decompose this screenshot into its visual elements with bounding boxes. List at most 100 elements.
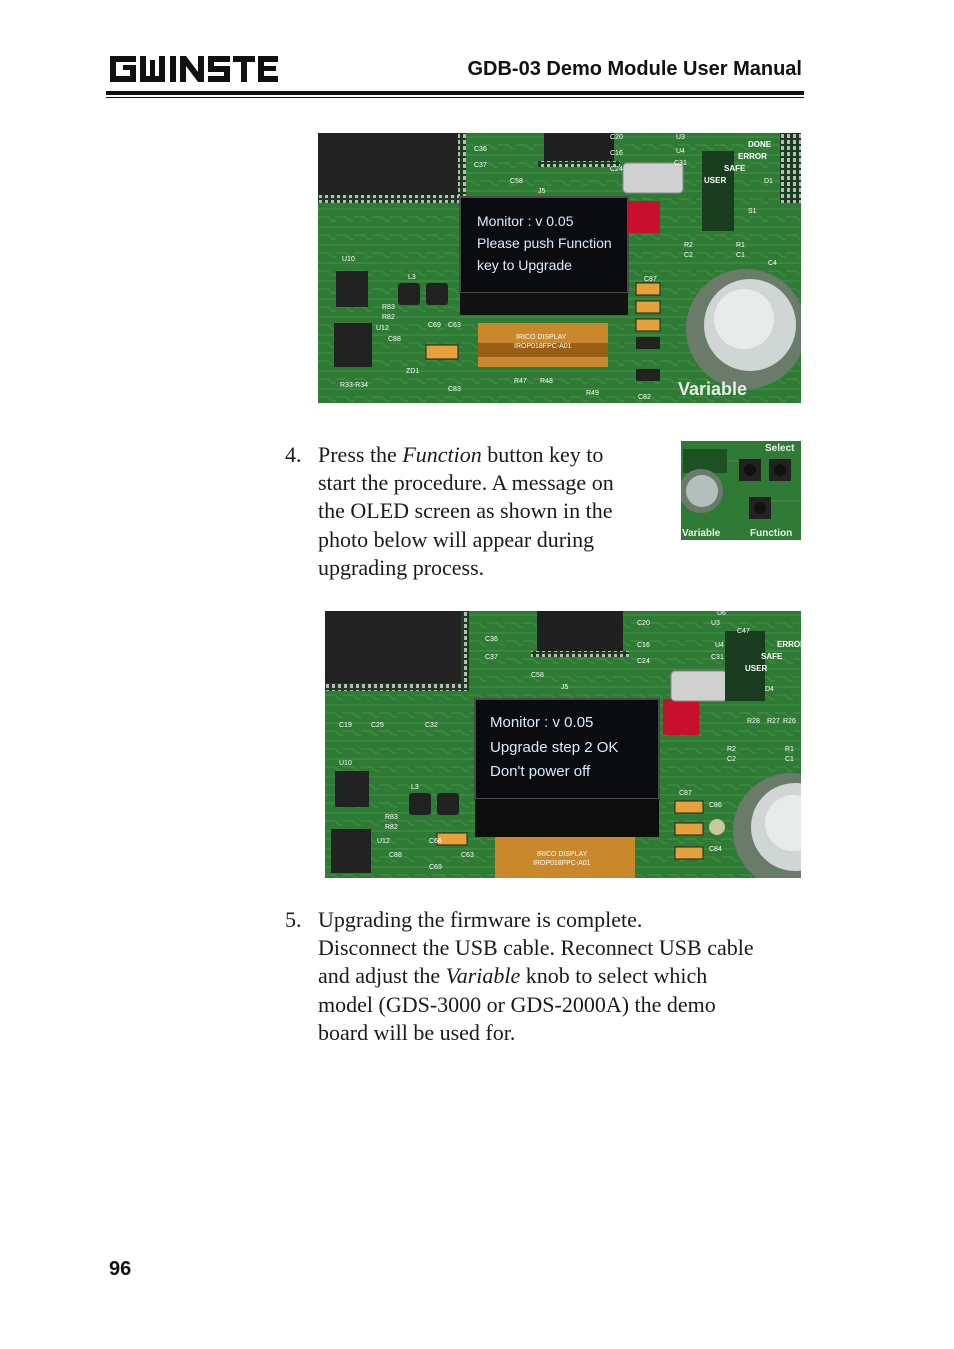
gw-instek-logo bbox=[108, 52, 280, 86]
step-line: start the procedure. A message on bbox=[318, 470, 614, 496]
silk-tag: J5 bbox=[561, 684, 569, 691]
silk-tag: C1 bbox=[736, 252, 745, 259]
silk-tag: C25 bbox=[371, 722, 384, 729]
silk-tag: C31 bbox=[711, 654, 724, 661]
silk-tag: S1 bbox=[748, 208, 757, 215]
silk-tag: U4 bbox=[715, 642, 724, 649]
silk-tag: R1 bbox=[736, 242, 745, 249]
oled-line-3: key to Upgrade bbox=[477, 257, 572, 273]
silk-tag: R2 bbox=[727, 746, 736, 753]
label-select: Select bbox=[765, 443, 795, 454]
silk-tag: C37 bbox=[485, 654, 498, 661]
silk-tag: C66 bbox=[429, 838, 442, 845]
step-line: Press the Function button key to bbox=[318, 442, 604, 467]
silk-tag: L3 bbox=[411, 784, 419, 791]
silk-tag: C20 bbox=[610, 134, 623, 141]
silk-tag: R28 bbox=[747, 718, 760, 725]
silk-tag: C36 bbox=[474, 146, 487, 153]
silk-tag: ERROR bbox=[777, 640, 801, 649]
silk-tag: USER bbox=[745, 664, 767, 673]
silk-tag: USER bbox=[704, 176, 726, 185]
display-label: IRICO DISPLAY bbox=[516, 334, 567, 341]
document-title: GDB-03 Demo Module User Manual bbox=[467, 58, 802, 80]
silk-tag: R33-R34 bbox=[340, 382, 368, 389]
silk-tag: C2 bbox=[684, 252, 693, 259]
silk-tag: U10 bbox=[342, 256, 355, 263]
silk-tag: C32 bbox=[425, 722, 438, 729]
silk-tag: C83 bbox=[448, 386, 461, 393]
step-line: the OLED screen as shown in the bbox=[318, 498, 613, 524]
step-line: Upgrading the firmware is complete. bbox=[318, 907, 643, 932]
silk-tag: ZD1 bbox=[406, 368, 419, 375]
label-variable: Variable bbox=[682, 528, 721, 539]
silk-tag: U12 bbox=[376, 325, 389, 332]
silk-tag: R1 bbox=[785, 746, 794, 753]
silk-tag: C36 bbox=[485, 636, 498, 643]
silk-tag: R83 bbox=[382, 304, 395, 311]
silk-tag: SAFE bbox=[761, 652, 783, 661]
silk-tag: U4 bbox=[676, 148, 685, 155]
step-line: model (GDS-3000 or GDS-2000A) the demo bbox=[318, 991, 716, 1017]
label-function: Function bbox=[750, 528, 792, 539]
silk-tag: C86 bbox=[709, 802, 722, 809]
step-line: Disconnect the USB cable. Reconnect USB … bbox=[318, 935, 754, 961]
step-line: upgrading process. bbox=[318, 554, 485, 580]
pcb-photo-upgrade-prompt: Monitor : v 0.05 Please push Function ke… bbox=[318, 133, 801, 403]
silk-tag: C1 bbox=[785, 756, 794, 763]
silk-tag: U3 bbox=[711, 620, 720, 627]
silk-tag: D4 bbox=[765, 686, 774, 693]
step-line: and adjust the Variable knob to select w… bbox=[318, 963, 708, 989]
silk-tag: R82 bbox=[382, 314, 395, 321]
step-line: board will be used for. bbox=[318, 1019, 516, 1045]
step-number: 5. bbox=[285, 907, 302, 932]
page-number: 96 bbox=[109, 1258, 132, 1280]
silk-tag: DONE bbox=[748, 140, 772, 149]
silk-tag: R49 bbox=[586, 390, 599, 397]
silk-tag: C63 bbox=[448, 322, 461, 329]
silk-tag: C24 bbox=[610, 166, 623, 173]
silk-tag: C63 bbox=[461, 852, 474, 859]
silk-tag: L3 bbox=[408, 274, 416, 281]
silk-tag: C37 bbox=[474, 162, 487, 169]
step-line: photo below will appear during bbox=[318, 526, 595, 552]
silk-tag: C82 bbox=[638, 394, 651, 401]
silk-tag: R83 bbox=[385, 814, 398, 821]
silk-tag: R82 bbox=[385, 824, 398, 831]
silk-tag: U3 bbox=[676, 134, 685, 141]
silk-tag: C2 bbox=[727, 756, 736, 763]
oled-line-3: Don't power off bbox=[490, 763, 591, 780]
step-5: 5. Upgrading the firmware is complete. D… bbox=[285, 906, 805, 1051]
silk-tag: R26 bbox=[783, 718, 796, 725]
silk-tag: C87 bbox=[679, 790, 692, 797]
silk-tag: C20 bbox=[637, 620, 650, 627]
silk-tag: C58 bbox=[531, 672, 544, 679]
step-body: Upgrading the firmware is complete. Disc… bbox=[318, 906, 754, 1047]
oled-line-2: Please push Function bbox=[477, 235, 612, 251]
silk-tag: C88 bbox=[389, 852, 402, 859]
silk-tag: C4 bbox=[768, 260, 777, 267]
silk-tag: C19 bbox=[339, 722, 352, 729]
display-part: IROP018FPC-A01 bbox=[514, 343, 572, 350]
silk-tag: C16 bbox=[637, 642, 650, 649]
silkscreen-variable: Variable bbox=[678, 379, 747, 399]
step-4: 4. Press the Function button key to star… bbox=[285, 441, 675, 586]
silk-tag: C69 bbox=[429, 864, 442, 871]
header-rule-thin bbox=[106, 97, 804, 98]
silk-tag: J5 bbox=[538, 188, 546, 195]
silk-tag: C47 bbox=[737, 628, 750, 635]
oled-line-1: Monitor : v 0.05 bbox=[477, 213, 574, 229]
silk-tag: U6 bbox=[717, 611, 726, 617]
silk-tag: C16 bbox=[610, 150, 623, 157]
silk-tag: U10 bbox=[339, 760, 352, 767]
silk-tag: R27 bbox=[767, 718, 780, 725]
oled-line-1: Monitor : v 0.05 bbox=[490, 714, 593, 731]
silk-tag: C84 bbox=[709, 846, 722, 853]
silk-tag: R48 bbox=[540, 378, 553, 385]
pcb-photo-upgrade-progress: Monitor : v 0.05 Upgrade step 2 OK Don't… bbox=[325, 611, 801, 878]
silk-tag: C31 bbox=[674, 160, 687, 167]
silk-tag: R2 bbox=[684, 242, 693, 249]
silk-tag: SAFE bbox=[724, 164, 746, 173]
silk-tag: R47 bbox=[514, 378, 527, 385]
silk-tag: C69 bbox=[428, 322, 441, 329]
silk-tag: C87 bbox=[644, 276, 657, 283]
